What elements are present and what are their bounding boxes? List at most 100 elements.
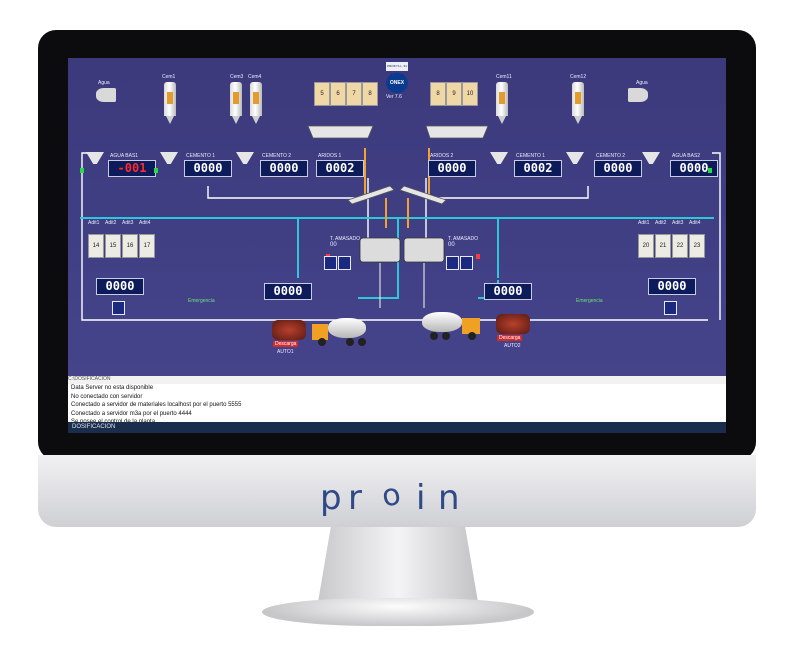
scale-label: CEMENTO 2 [596,153,626,159]
console-log: Data Server no esta disponible No conect… [71,384,241,427]
discharge-label: Descarga [497,335,523,341]
emergency-label: Emergencia [188,298,215,304]
monitor-neck [318,527,478,602]
plant-diagram [80,125,721,321]
silo-label: Cem12 [570,74,587,80]
log-line: Conectado a servidor m3a por el puerto 4… [71,410,192,417]
cemento-right-2-readout[interactable]: 0000 [594,160,642,177]
water-valve-icon[interactable] [96,88,116,102]
cemento-right-1-readout[interactable]: 0002 [514,160,562,177]
status-bar: DOSIFICACION [68,422,726,433]
aditivo-left-readout[interactable]: 0000 [96,278,144,295]
mixer-label: T. AMASADO [330,236,361,242]
additive-label: Adit1 [638,220,650,226]
aggregate-bin[interactable]: 8 [362,82,378,106]
arido-right-readout[interactable]: 0000 [428,160,476,177]
arido-left-readout[interactable]: 0002 [316,160,364,177]
scale-label: CEMENTO 1 [186,153,216,159]
mixer-truck-icon [312,316,374,346]
logo-letter: r [348,478,364,518]
silo-label: Cem1 [162,74,176,80]
additive-label: Adit4 [689,220,701,226]
scale-label: ARIDOS 2 [430,153,454,159]
screen: PROIN S.L. 91 610 60 00 ONEX Ver 7.6 Agu… [68,58,726,433]
onex-logo: ONEX [386,73,408,93]
scada-panel: PROIN S.L. 91 610 60 00 ONEX Ver 7.6 Agu… [68,58,726,376]
logo-letter: i [416,478,428,518]
scale-label: AGUA BAS1 [110,153,139,159]
additive-tank[interactable]: 21 [655,234,671,258]
additive-button[interactable] [112,301,125,315]
logo-letter: n [438,478,462,518]
discharge-control-icon[interactable] [272,320,306,340]
scale-label: AGUA BAS2 [672,153,701,159]
mixer-button[interactable] [446,256,459,270]
cemento-left-1-readout[interactable]: 0000 [184,160,232,177]
mixer-time: 00 [448,242,455,248]
proin-logo: p r o i n [320,470,480,520]
monitor-foot [262,598,534,626]
auto-label: AUTO1 [277,349,294,355]
discharge-control-icon[interactable] [496,314,530,334]
silo-label: Cem4 [248,74,262,80]
mixer-button[interactable] [324,256,337,270]
company-badge: PROIN S.L. 91 610 60 00 [386,62,408,77]
additive-tank[interactable]: 23 [689,234,705,258]
additive-tank[interactable]: 17 [139,234,155,258]
status-led [154,168,158,173]
logo-letter: p [320,478,344,518]
scale-label: CEMENTO 2 [262,153,292,159]
agua-left-readout[interactable]: -001 [108,160,156,177]
aggregate-bin[interactable]: 9 [446,82,462,106]
additive-tank[interactable]: 15 [105,234,121,258]
silo-label: Cem11 [496,74,512,80]
additive-tank[interactable]: 22 [672,234,688,258]
water-valve-icon[interactable] [628,88,648,102]
agua2-right-readout[interactable]: 0000 [484,283,532,300]
log-line: No conectado con servidor [71,393,143,400]
additive-label: Adit4 [139,220,151,226]
aggregate-bin[interactable]: 10 [462,82,478,106]
cemento-left-2-readout[interactable]: 0000 [260,160,308,177]
mixer-button[interactable] [338,256,351,270]
auto-label: AUTO2 [504,343,521,349]
cement-silo[interactable] [230,82,242,124]
log-line: Data Server no esta disponible [71,385,154,391]
scale-label: ARIDOS 1 [318,153,342,159]
agua2-left-readout[interactable]: 0000 [264,283,312,300]
status-led [708,168,712,173]
cement-silo[interactable] [164,82,176,124]
cement-silo[interactable] [250,82,262,124]
agua-right-readout[interactable]: 0000 [670,160,718,177]
discharge-label: Descarga [273,341,299,347]
emergency-label: Emergencia [576,298,603,304]
additive-tank[interactable]: 16 [122,234,138,258]
logo-letter: o [378,476,406,515]
status-led [80,168,84,173]
additive-button[interactable] [664,301,677,315]
cement-silo[interactable] [496,82,508,124]
additive-label: Adit3 [672,220,684,226]
mixer-label: T. AMASADO [448,236,479,242]
aggregate-bin[interactable]: 5 [314,82,330,106]
additive-tank[interactable]: 14 [88,234,104,258]
version-label: Ver 7.6 [386,94,402,100]
aggregate-bin[interactable]: 7 [346,82,362,106]
additive-label: Adit3 [122,220,134,226]
mixer-time: 00 [330,242,337,248]
additive-tank[interactable]: 20 [638,234,654,258]
mixer-button[interactable] [460,256,473,270]
aditivo-right-readout[interactable]: 0000 [648,278,696,295]
status-led [476,254,480,259]
silo-label: Cem3 [230,74,244,80]
aggregate-bin[interactable]: 8 [430,82,446,106]
water-label-left: Agua [98,80,110,86]
water-label-right: Agua [636,80,648,86]
aggregate-bin[interactable]: 6 [330,82,346,106]
additive-label: Adit2 [105,220,117,226]
monitor-chin [38,455,756,527]
additive-label: Adit1 [88,220,100,226]
cement-silo[interactable] [572,82,584,124]
console-title: C:\DOSIFICACION [68,376,726,384]
log-line: Conectado a servidor de materiales local… [71,402,242,409]
